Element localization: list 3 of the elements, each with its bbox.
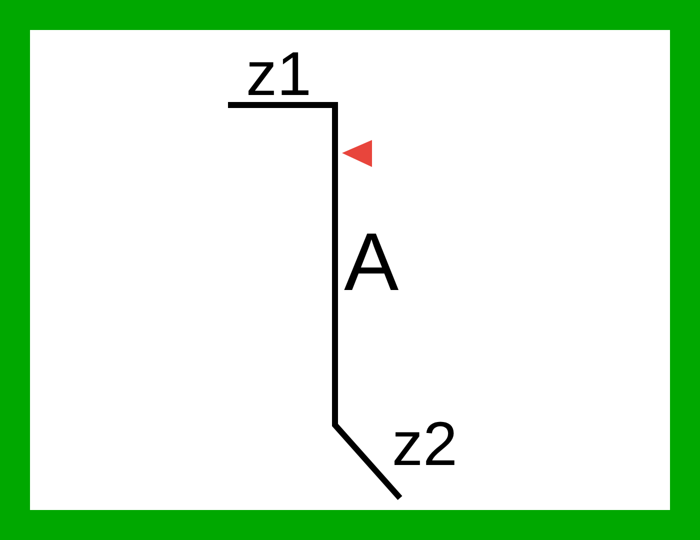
line-label: z2 bbox=[392, 414, 458, 476]
line-label: z1 bbox=[246, 44, 312, 106]
line-label: A bbox=[344, 222, 399, 304]
